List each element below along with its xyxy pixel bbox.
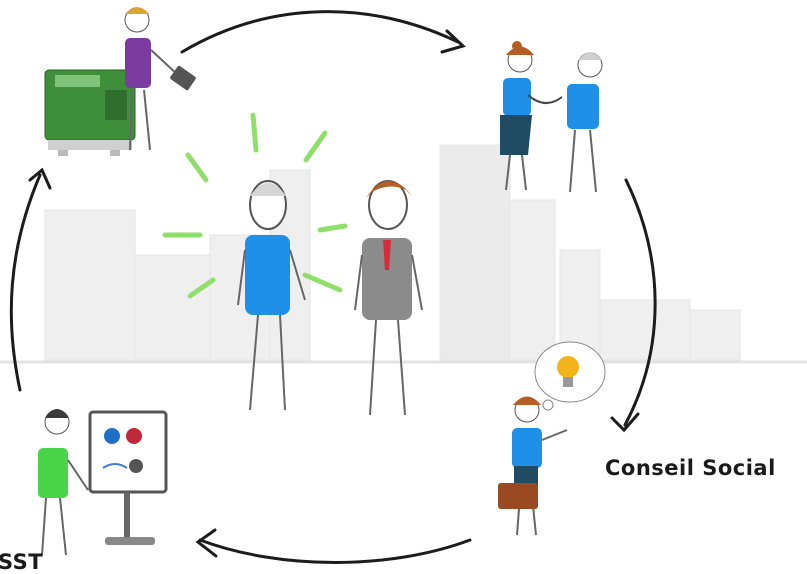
- glow-rays: [162, 112, 348, 299]
- arrow-left-head: [28, 167, 52, 190]
- arrow-left: [9, 173, 42, 392]
- safety-training-scene: [38, 409, 168, 556]
- manager-tie: [383, 240, 391, 270]
- caption-conseil-social: Conseil Social: [605, 456, 776, 480]
- machine-operator-scene: [44, 7, 196, 156]
- ear-protection-icon: [129, 459, 143, 473]
- goggles-icon: [102, 463, 128, 469]
- arrow-bottom-head: [195, 528, 218, 558]
- briefcase-icon: [498, 483, 538, 509]
- central-pair: [237, 180, 423, 416]
- fire-extinguisher-icon: [126, 428, 142, 444]
- safety-helmet-icon: [104, 428, 120, 444]
- medical-check-scene: [500, 41, 603, 193]
- light-bulb-icon: [557, 356, 579, 387]
- social-counsellor-scene: [498, 341, 606, 536]
- arrow-right-head: [610, 412, 640, 433]
- caption-sst: SST: [0, 550, 44, 574]
- operator-vest: [125, 38, 151, 88]
- cycle-arrows: [9, 10, 657, 564]
- arrow-top-head: [440, 29, 466, 54]
- worker-vest: [245, 235, 290, 315]
- manager-head: [368, 180, 408, 230]
- arrow-top: [180, 10, 460, 54]
- arrow-bottom: [198, 538, 472, 564]
- manager-suit: [362, 238, 412, 320]
- arrow-right: [623, 178, 657, 427]
- safety-board: [88, 410, 168, 494]
- tablet-icon: [170, 65, 196, 91]
